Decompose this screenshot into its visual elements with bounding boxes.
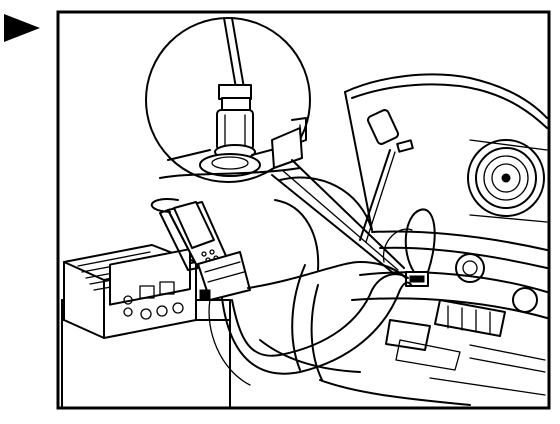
test-cables (150, 198, 413, 386)
engine-bay (259, 73, 548, 406)
pointer-arrow-icon (4, 14, 40, 42)
detail-inset (145, 17, 405, 273)
diagnostic-equipment (61, 201, 251, 409)
